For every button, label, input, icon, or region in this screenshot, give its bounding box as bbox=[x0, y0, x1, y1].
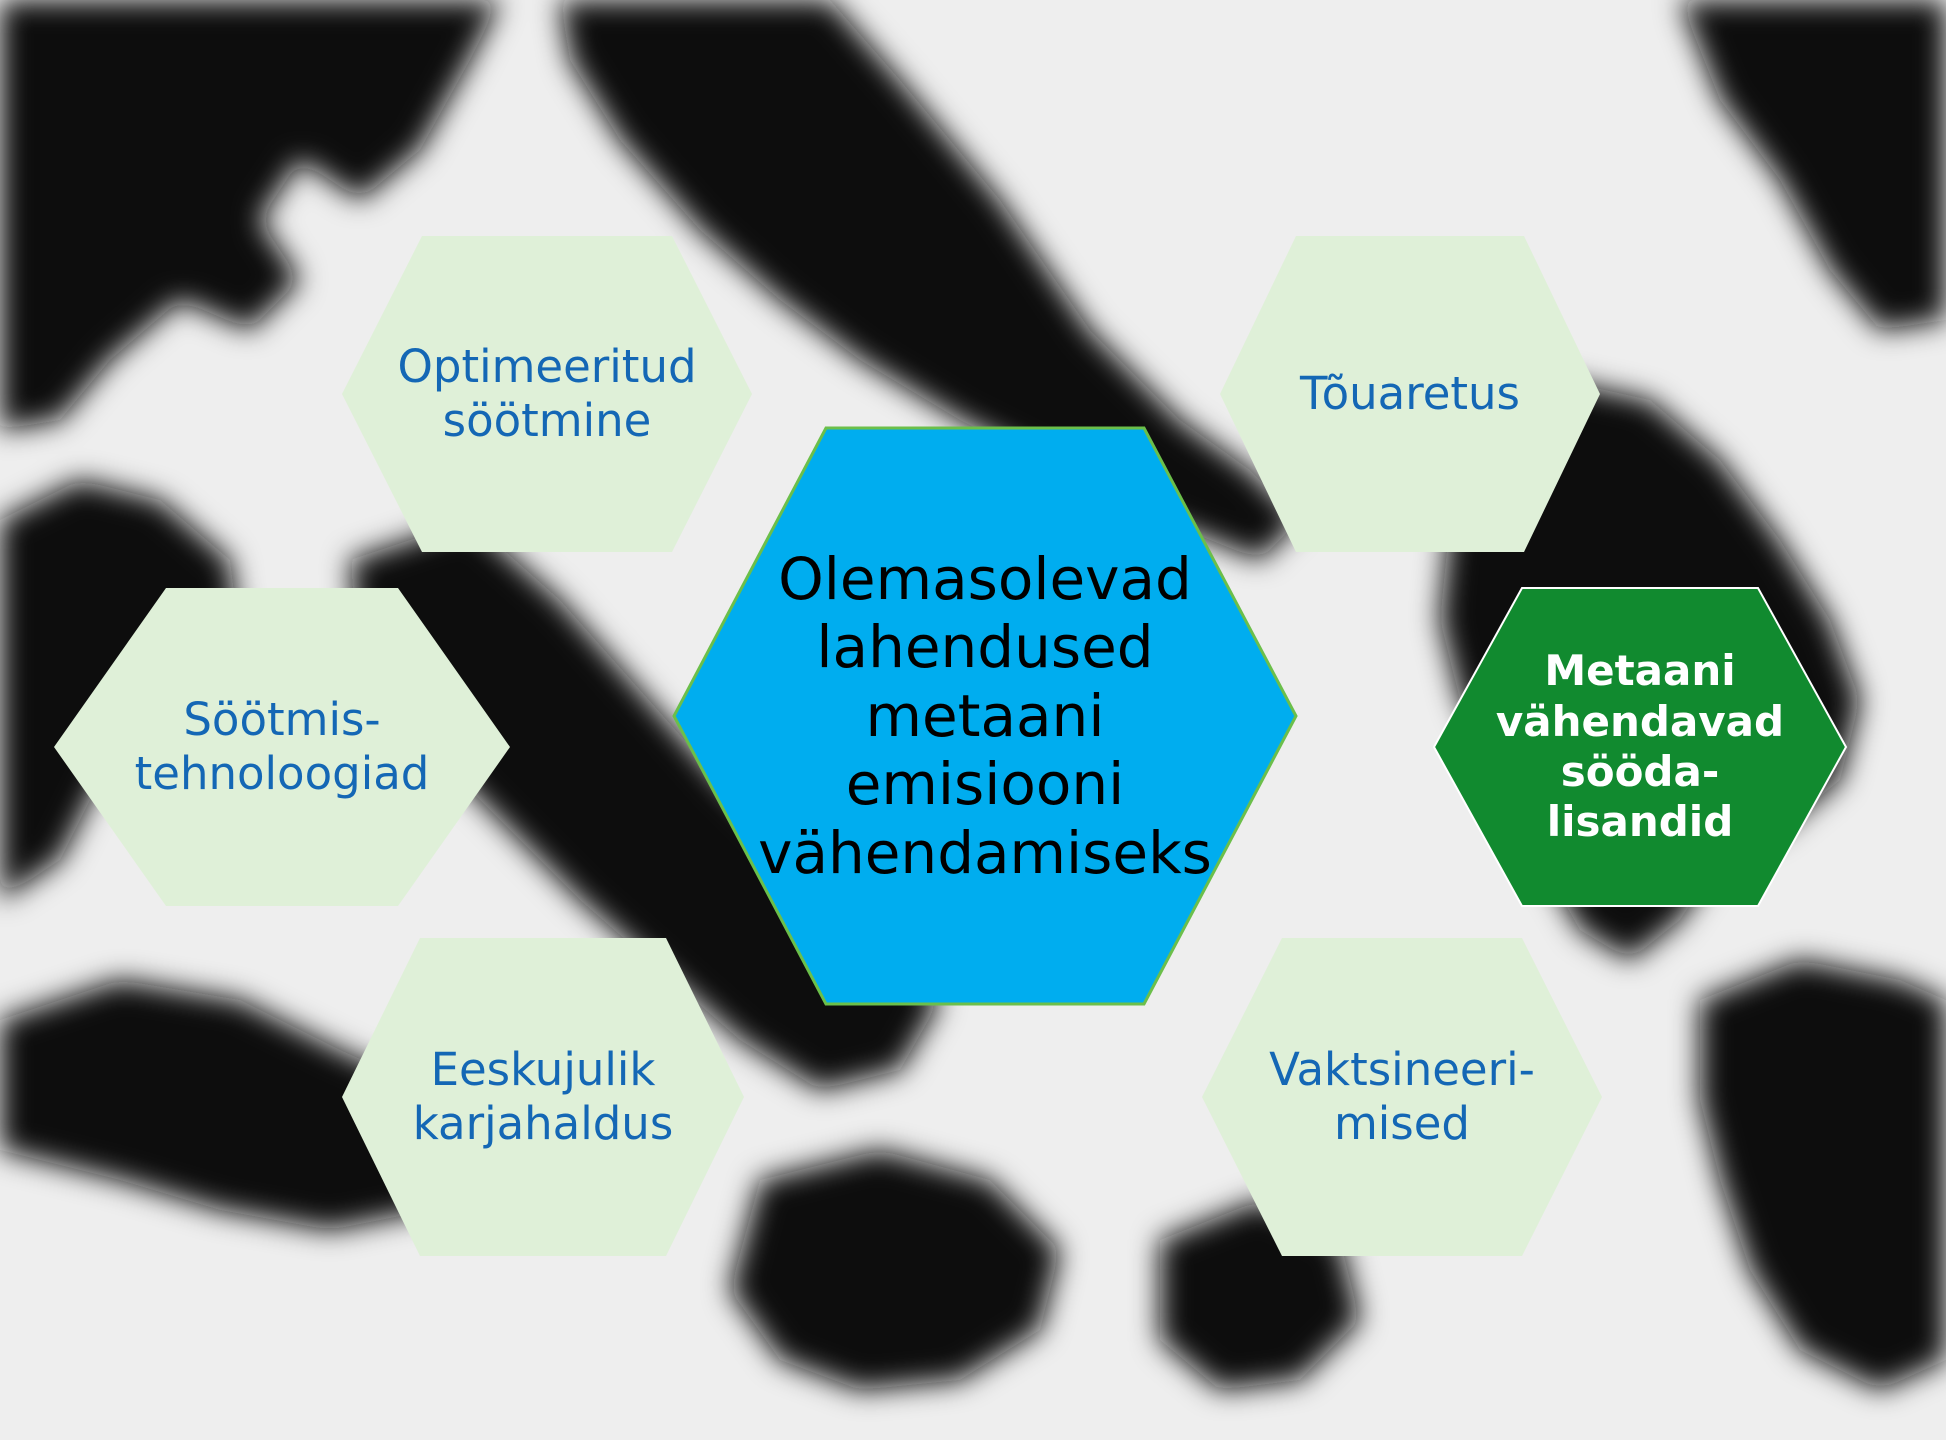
node-label: Optimeeritud söötmine bbox=[397, 340, 696, 448]
node-label: Vaktsineeri- mised bbox=[1269, 1043, 1535, 1151]
hex-node-sootmis-tehnoloogiad: Söötmis- tehnoloogiad bbox=[54, 588, 510, 906]
node-label: Tõuaretus bbox=[1300, 367, 1520, 421]
node-label: Metaani vähendavad sööda- lisandid bbox=[1496, 646, 1784, 848]
node-label: Eeskujulik karjahaldus bbox=[413, 1043, 674, 1151]
center-label: Olemasolevad lahendused metaani emisioon… bbox=[758, 545, 1212, 887]
hex-node-metaani-sooda-lisandid: Metaani vähendavad sööda- lisandid bbox=[1434, 588, 1846, 906]
node-label: Söötmis- tehnoloogiad bbox=[135, 693, 430, 801]
hex-node-touaretus: Tõuaretus bbox=[1220, 236, 1600, 552]
hex-node-vaktsineerimised: Vaktsineeri- mised bbox=[1202, 938, 1602, 1256]
hex-node-center: Olemasolevad lahendused metaani emisioon… bbox=[674, 428, 1296, 1004]
